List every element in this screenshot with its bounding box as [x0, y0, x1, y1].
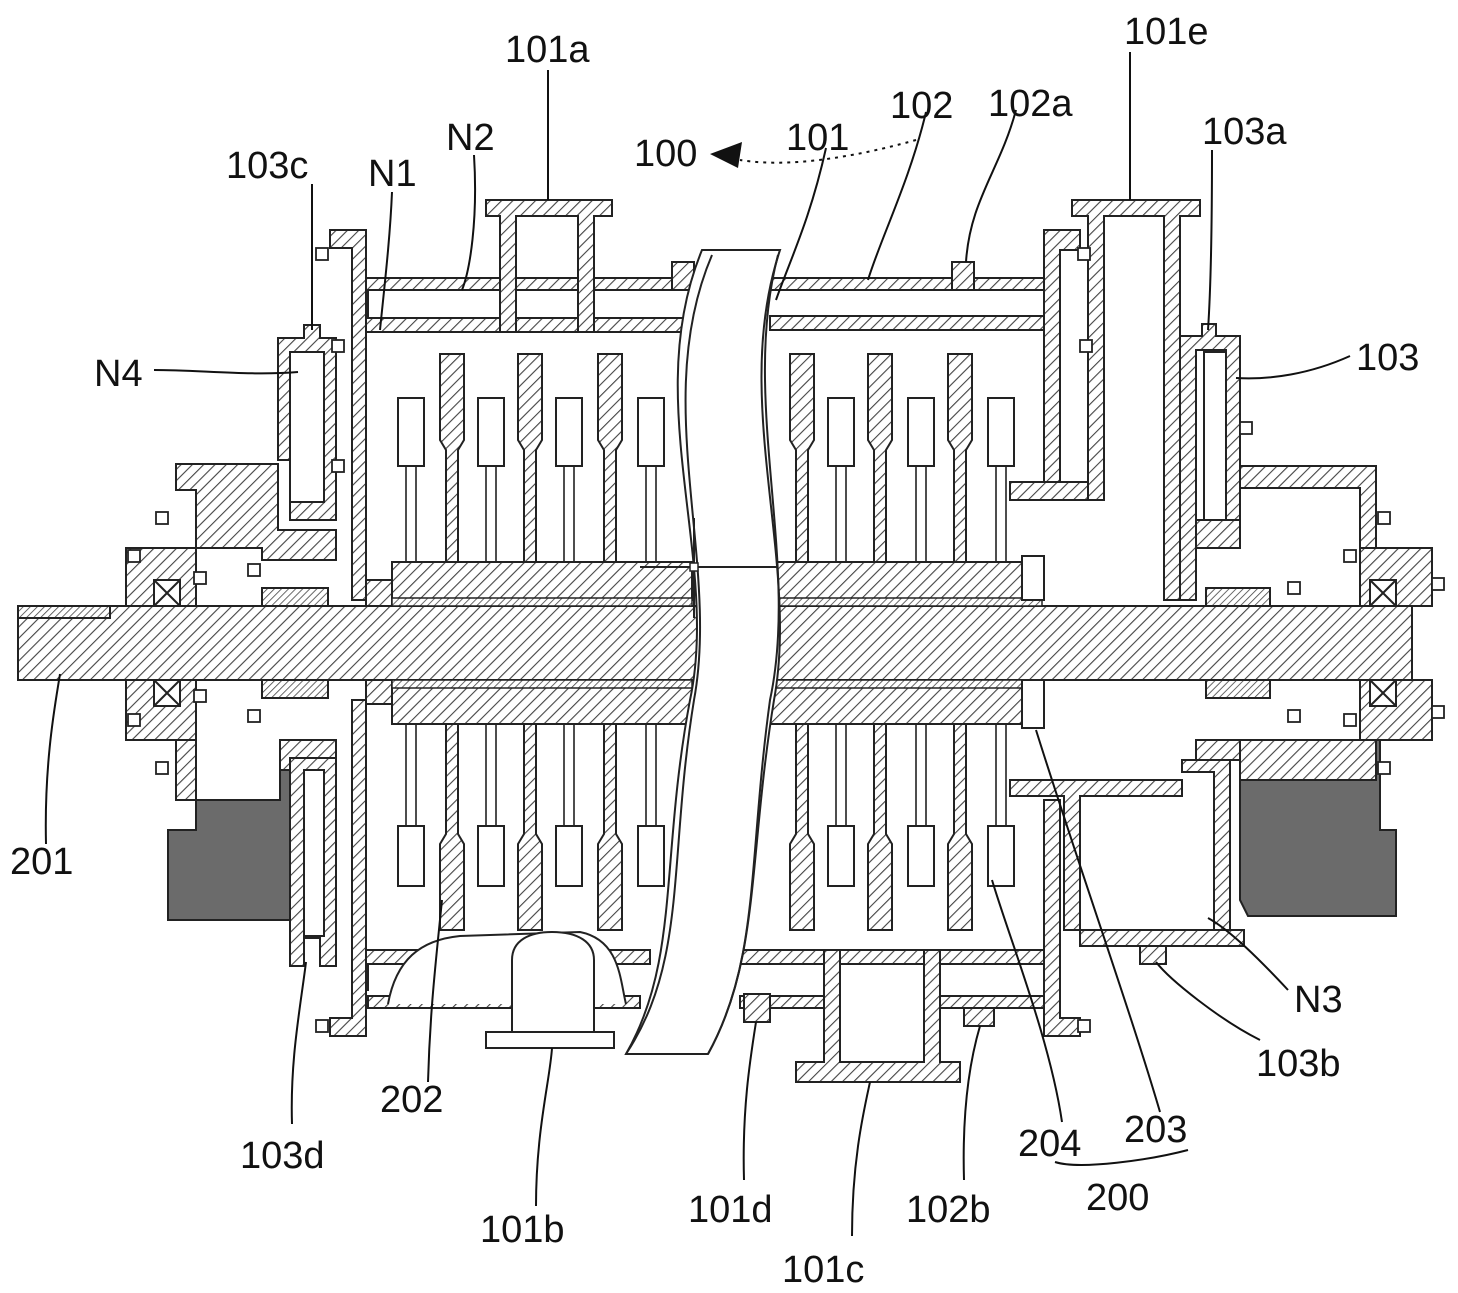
rotor-blade [789, 353, 815, 563]
stator-vane [987, 397, 1015, 467]
rotor-blade [867, 353, 893, 563]
label-103c: 103c [226, 145, 308, 187]
rotor-blade [947, 353, 973, 563]
nozzle-101e [1071, 199, 1201, 601]
label-101e: 101e [1124, 11, 1209, 53]
blade-stages-lower [397, 723, 1015, 931]
stator-vane [987, 825, 1015, 887]
bolt [247, 709, 261, 723]
rotor-blade [597, 723, 623, 931]
stator-vane [637, 825, 665, 887]
bolt [155, 761, 169, 775]
label-101a: 101a [505, 29, 590, 71]
rotor-blade [597, 353, 623, 563]
label-n2: N2 [446, 117, 495, 159]
label-101c: 101c [782, 1249, 864, 1291]
rotor-blade [947, 723, 973, 931]
rotor-blade [517, 353, 543, 563]
stator-vane [907, 825, 935, 887]
upper-casing [329, 229, 1081, 601]
bolt [331, 459, 345, 473]
stator-vane [907, 397, 935, 467]
stator-vane [477, 397, 505, 467]
bolt [1239, 421, 1253, 435]
bolt [1377, 511, 1391, 525]
bolt [1377, 761, 1391, 775]
label-101b: 101b [480, 1209, 565, 1251]
stator-vane [827, 397, 855, 467]
bolt [127, 549, 141, 563]
label-n1: N1 [368, 153, 417, 195]
arrow-head [710, 142, 742, 168]
bolt [1431, 705, 1445, 719]
label-100: 100 [634, 133, 697, 175]
left-bearing [125, 547, 329, 741]
label-103: 103 [1356, 337, 1419, 379]
stator-vane [397, 825, 425, 887]
bolt [315, 1019, 329, 1033]
bolt [155, 511, 169, 525]
component-101b [387, 930, 627, 1049]
blade-stages-upper [397, 353, 1015, 563]
label-103a: 103a [1202, 111, 1287, 153]
stator-vane [637, 397, 665, 467]
bolt [1287, 709, 1301, 723]
bolt [315, 247, 329, 261]
bolt [1343, 713, 1357, 727]
bolt [1287, 581, 1301, 595]
bolt [1343, 549, 1357, 563]
break-lines [624, 249, 782, 1055]
label-n3: N3 [1294, 979, 1343, 1021]
label-102b: 102b [906, 1189, 991, 1231]
bolt [127, 713, 141, 727]
rotor-blade [789, 723, 815, 931]
left-seal-housing [175, 324, 337, 561]
stator-vane [555, 397, 583, 467]
reference-labels: 101a 101e 102 102a 101 100 103c N1 N2 10… [10, 11, 1419, 1291]
stator-vane [477, 825, 505, 887]
label-103b: 103b [1256, 1043, 1341, 1085]
label-201: 201 [10, 841, 73, 883]
bolt [193, 689, 207, 703]
rotor-blade [439, 353, 465, 563]
lower-casing [167, 481, 1397, 1083]
label-101: 101 [786, 117, 849, 159]
bolt [1077, 1019, 1091, 1033]
leader-lines [44, 52, 1351, 1237]
bolt [1077, 247, 1091, 261]
label-102: 102 [890, 85, 953, 127]
bolt [331, 339, 345, 353]
label-204: 204 [1018, 1123, 1081, 1165]
label-202: 202 [380, 1079, 443, 1121]
label-102a: 102a [988, 83, 1073, 125]
nozzle-101a [485, 199, 613, 333]
stator-vane [827, 825, 855, 887]
bolts [127, 247, 1445, 1033]
label-n4: N4 [94, 353, 143, 395]
label-101d: 101d [688, 1189, 773, 1231]
rotor-blade [867, 723, 893, 931]
label-103d: 103d [240, 1135, 325, 1177]
label-203: 203 [1124, 1109, 1187, 1151]
rotor-blade [517, 723, 543, 931]
bolt [1079, 339, 1093, 353]
stator-vane [555, 825, 583, 887]
bolt [193, 571, 207, 585]
bolt [1431, 577, 1445, 591]
label-200: 200 [1086, 1177, 1149, 1219]
rotor-blade [439, 723, 465, 931]
stator-vane [397, 397, 425, 467]
rotor-disc-band-lower [391, 679, 1045, 729]
right-bearing [1205, 547, 1433, 741]
bolt [247, 563, 261, 577]
